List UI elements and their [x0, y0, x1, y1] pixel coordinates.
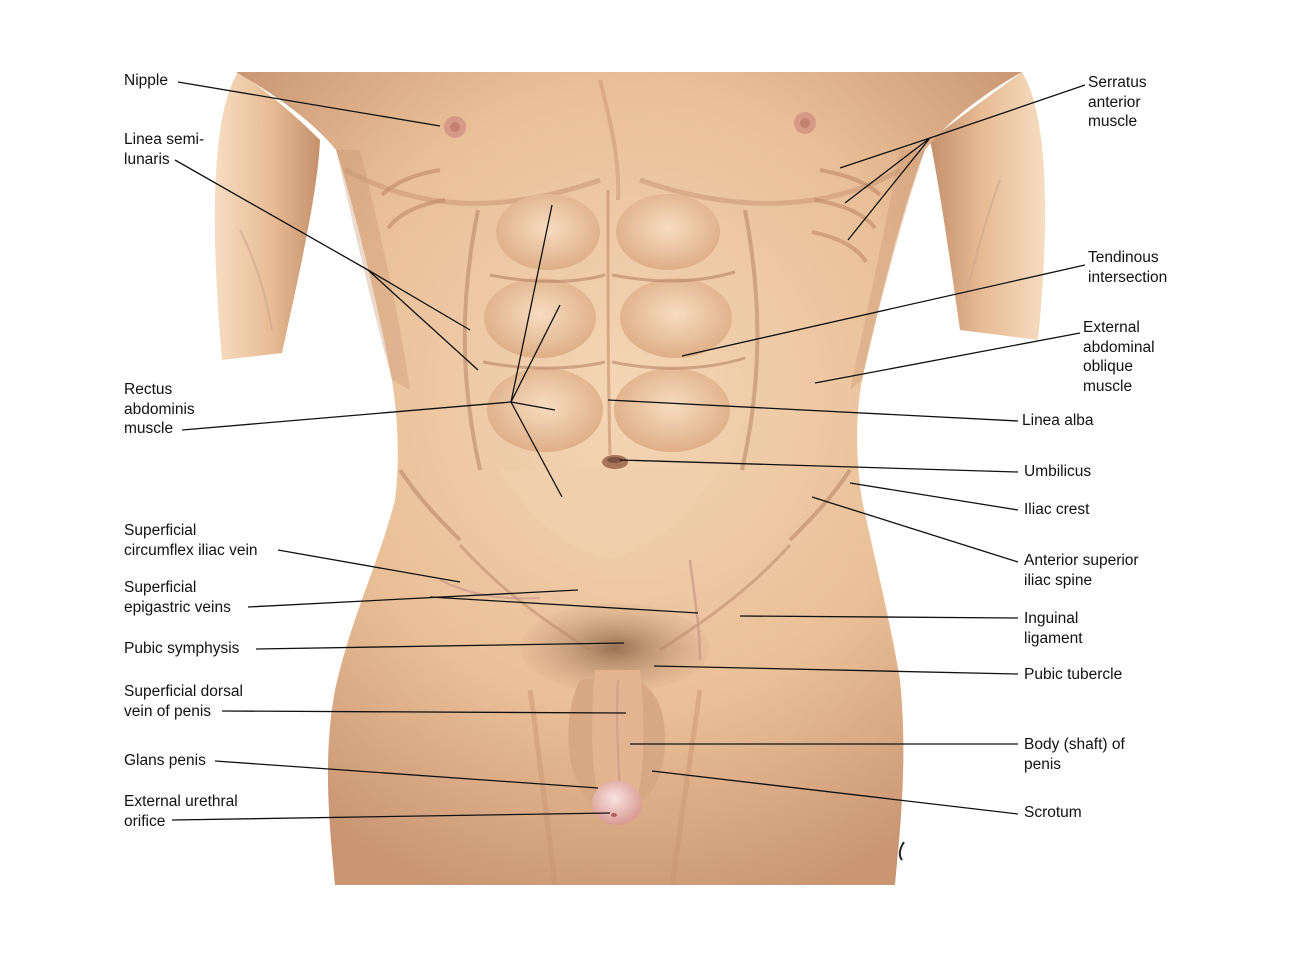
linea-alba-line [606, 189, 612, 456]
artist-signature [898, 841, 905, 861]
label-linea-semilunaris: Linea semi- lunaris [124, 131, 205, 168]
label-rectus-abdominis: Rectus abdominis muscle [124, 381, 195, 437]
label-nipple: Nipple [124, 72, 168, 89]
label-linea-alba: Linea alba [1022, 412, 1094, 429]
label-pubic-tubercle: Pubic tubercle [1024, 666, 1123, 683]
label-glans-penis: Glans penis [124, 752, 206, 769]
leader-lines [171, 81, 1086, 821]
right-arm [930, 72, 1046, 340]
label-pubic-symphysis: Pubic symphysis [124, 640, 240, 657]
pubic-hair [520, 603, 710, 693]
label-external-abdominal-oblique: External abdominal oblique muscle [1083, 319, 1155, 395]
label-superficial-circumflex-iliac-vein: Superficial circumflex iliac vein [124, 522, 258, 559]
label-body-of-penis: Body (shaft) of penis [1024, 736, 1125, 773]
label-iliac-crest: Iliac crest [1024, 501, 1090, 518]
left-arm [214, 72, 320, 360]
label-umbilicus: Umbilicus [1024, 463, 1092, 480]
label-tendinous-intersection: Tendinous intersection [1088, 249, 1168, 286]
label-superficial-dorsal-vein: Superficial dorsal vein of penis [124, 683, 243, 720]
rectus-abdominis-blocks [484, 194, 732, 560]
label-anterior-superior-iliac-spine: Anterior superior iliac spine [1024, 552, 1139, 589]
label-inguinal-ligament: Inguinal ligament [1024, 610, 1083, 647]
label-scrotum: Scrotum [1024, 804, 1082, 821]
label-serratus-anterior: Serratus anterior muscle [1088, 74, 1147, 130]
label-superficial-epigastric-veins: Superficial epigastric veins [124, 579, 231, 616]
glans-penis-shape [592, 781, 642, 825]
label-external-urethral-orifice: External urethral orifice [124, 793, 238, 830]
